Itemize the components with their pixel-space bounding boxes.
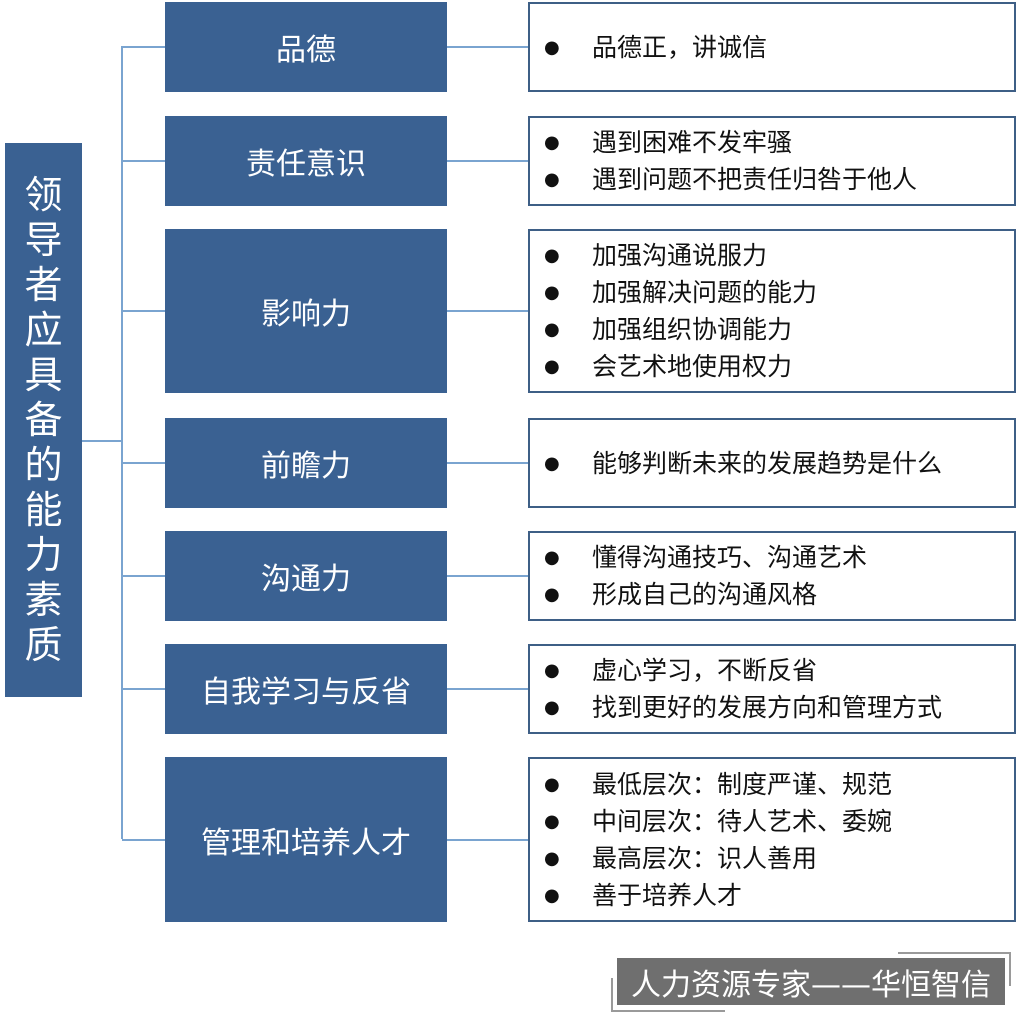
connector-trunk <box>121 46 123 839</box>
bullet-item: ●虚心学习，不断反省 <box>544 652 1014 689</box>
connector-category <box>122 462 165 464</box>
bullet-item: ●会艺术地使用权力 <box>544 348 1014 385</box>
connector-detail <box>447 310 528 312</box>
category-box: 沟通力 <box>165 531 447 621</box>
detail-box: ●遇到困难不发牢骚●遇到问题不把责任归咎于他人 <box>528 116 1016 206</box>
bullet-icon: ● <box>544 547 560 568</box>
bullet-icon: ● <box>544 660 560 681</box>
bullet-item: ●中间层次：待人艺术、委婉 <box>544 803 1014 840</box>
frame-line <box>1009 952 1011 986</box>
bullet-item: ●遇到问题不把责任归咎于他人 <box>544 161 1014 198</box>
bullet-item: ●形成自己的沟通风格 <box>544 576 1014 613</box>
connector-detail <box>447 688 528 690</box>
connector-category <box>122 575 165 577</box>
bullet-item: ●遇到困难不发牢骚 <box>544 124 1014 161</box>
category-box: 影响力 <box>165 229 447 393</box>
connector-detail <box>447 838 528 841</box>
bullet-item: ●善于培养人才 <box>544 877 1014 914</box>
category-box: 品德 <box>165 2 447 92</box>
detail-box: ●品德正，讲诚信 <box>528 2 1016 92</box>
frame-line <box>611 978 613 1012</box>
connector-detail <box>447 462 528 464</box>
connector-category <box>122 160 165 162</box>
connector-category <box>122 46 165 48</box>
bullet-icon: ● <box>544 884 560 906</box>
detail-box: ●加强沟通说服力●加强解决问题的能力●加强组织协调能力●会艺术地使用权力 <box>528 229 1016 393</box>
bullet-icon: ● <box>544 282 560 303</box>
detail-box: ●能够判断未来的发展趋势是什么 <box>528 418 1016 508</box>
bullet-icon: ● <box>544 452 560 474</box>
category-box: 前瞻力 <box>165 418 447 508</box>
bullet-icon: ● <box>544 132 560 153</box>
bullet-item: ●最低层次：制度严谨、规范 <box>544 766 1014 803</box>
bullet-icon: ● <box>544 169 560 190</box>
bullet-icon: ● <box>544 584 560 605</box>
bullet-item: ●能够判断未来的发展趋势是什么 <box>544 445 1014 482</box>
bullet-item: ●最高层次：识人善用 <box>544 840 1014 877</box>
bullet-item: ●加强解决问题的能力 <box>544 274 1014 311</box>
bullet-icon: ● <box>544 773 560 795</box>
frame-line <box>898 952 1011 954</box>
connector-root <box>82 440 122 442</box>
connector-detail <box>447 575 528 577</box>
bullet-item: ●找到更好的发展方向和管理方式 <box>544 689 1014 726</box>
connector-category <box>122 838 165 841</box>
bullet-item: ●懂得沟通技巧、沟通艺术 <box>544 539 1014 576</box>
bullet-item: ●品德正，讲诚信 <box>544 29 1014 66</box>
detail-box: ●懂得沟通技巧、沟通艺术●形成自己的沟通风格 <box>528 531 1016 621</box>
connector-detail <box>447 160 528 162</box>
bullet-item: ●加强沟通说服力 <box>544 237 1014 274</box>
category-box: 自我学习与反省 <box>165 644 447 734</box>
bullet-icon: ● <box>544 319 560 340</box>
bullet-icon: ● <box>544 36 560 58</box>
detail-box: ●虚心学习，不断反省●找到更好的发展方向和管理方式 <box>528 644 1016 734</box>
bullet-icon: ● <box>544 847 560 869</box>
connector-detail <box>447 46 528 48</box>
detail-box: ●最低层次：制度严谨、规范●中间层次：待人艺术、委婉●最高层次：识人善用●善于培… <box>528 757 1016 922</box>
frame-line <box>611 1010 725 1012</box>
bullet-icon: ● <box>544 697 560 718</box>
category-box: 责任意识 <box>165 116 447 206</box>
connector-category <box>122 688 165 690</box>
bullet-item: ●加强组织协调能力 <box>544 311 1014 348</box>
watermark: 人力资源专家——华恒智信 <box>617 958 1005 1005</box>
connector-category <box>122 310 165 312</box>
category-box: 管理和培养人才 <box>165 757 447 922</box>
bullet-icon: ● <box>544 356 560 377</box>
bullet-icon: ● <box>544 810 560 832</box>
bullet-icon: ● <box>544 245 560 266</box>
root-node: 领导者应具备的能力素质 <box>5 143 82 697</box>
